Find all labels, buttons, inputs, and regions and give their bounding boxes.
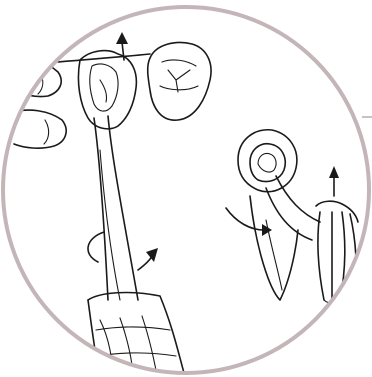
fingers-drawing <box>10 54 150 148</box>
extraction-forceps-icon <box>88 116 186 377</box>
tooth-socket-drawing <box>238 130 320 300</box>
socket-rotation-arrow-icon <box>226 208 272 236</box>
molar-crown-icon <box>148 43 211 121</box>
rotation-arrow-icon <box>88 232 158 270</box>
root-upward-arrow-icon <box>329 166 339 196</box>
tooth-root-icon <box>316 201 358 303</box>
